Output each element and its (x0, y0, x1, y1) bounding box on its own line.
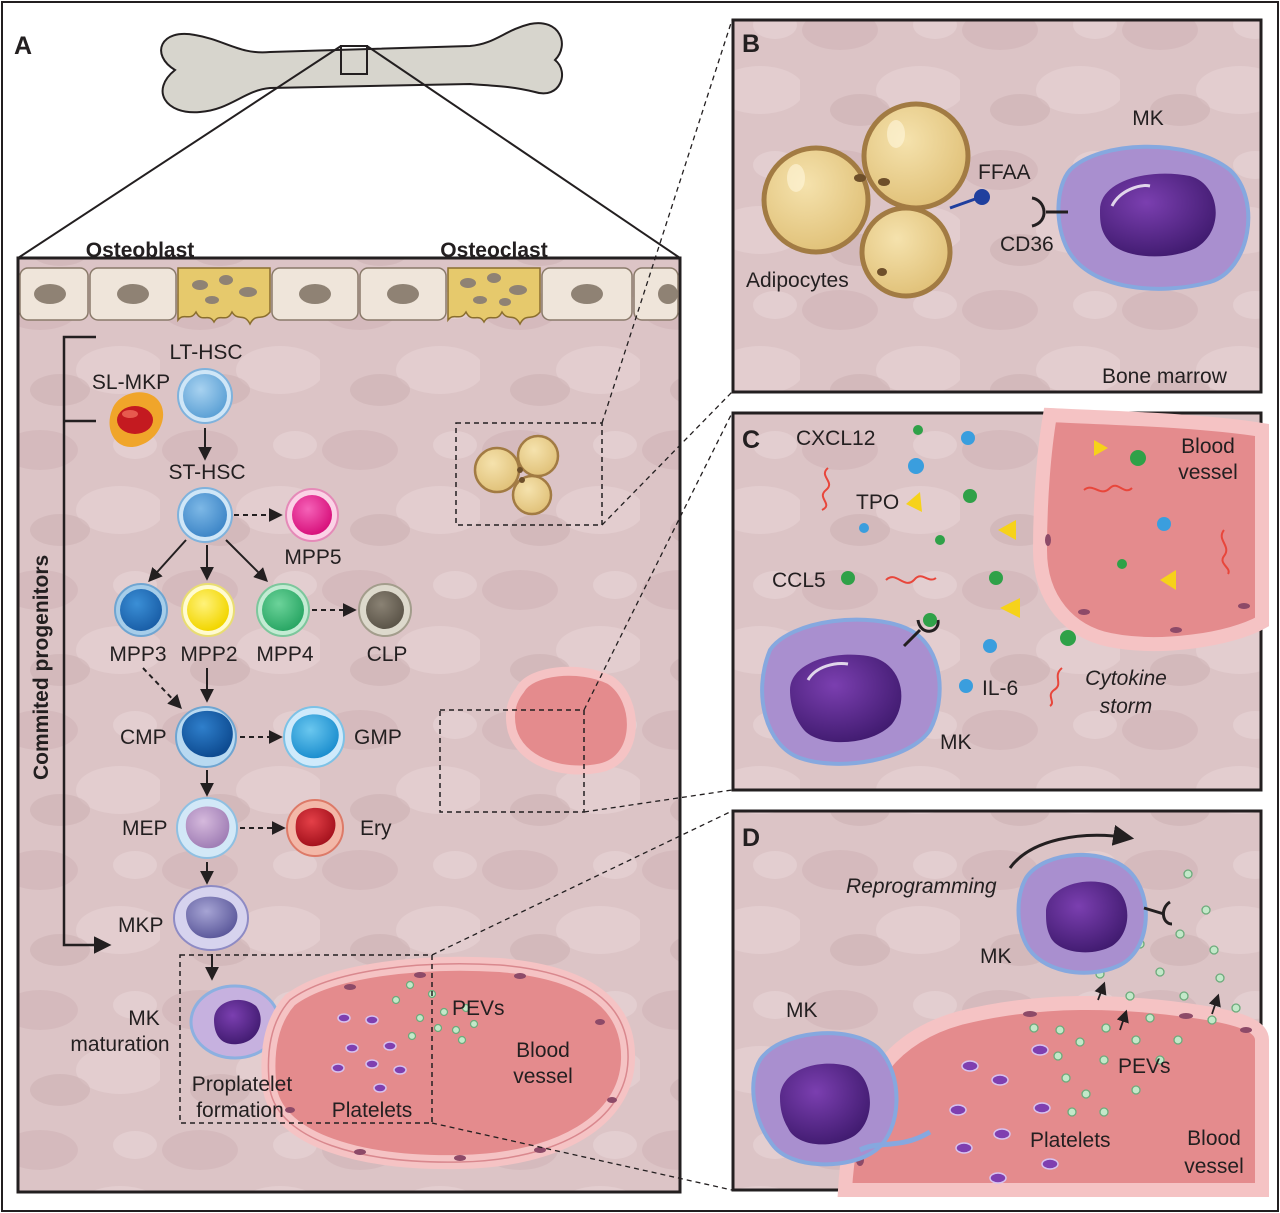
mk-label-b: MK (1132, 107, 1164, 130)
mk-maturation-label-line2: maturation (70, 1033, 170, 1056)
mep-cell (176, 797, 238, 859)
panel-d (731, 809, 1269, 1197)
vessel-label-c-line2: vessel (1178, 461, 1238, 484)
mpp4-label: MPP4 (256, 643, 314, 666)
lt-hsc-label: LT-HSC (169, 341, 243, 364)
mpp2-label: MPP2 (180, 643, 238, 666)
release-arrows-d (1094, 981, 1221, 1031)
mk-cell-d-left (751, 1031, 932, 1167)
ery-label: Ery (360, 817, 392, 840)
bone-zoom-box (340, 45, 368, 75)
mk-cell-d-top (1016, 853, 1173, 975)
platelets-label-d: Platelets (1030, 1129, 1111, 1152)
panel-c-letter: C (742, 426, 761, 454)
mep-label: MEP (122, 817, 168, 840)
mkp-cell (173, 885, 249, 951)
panel-d-letter: D (742, 824, 761, 852)
lineage-arrows (142, 428, 357, 981)
cmp-label: CMP (120, 726, 167, 749)
committed-progenitors-label: Commited progenitors (30, 554, 53, 780)
st-hsc-cell (177, 487, 233, 543)
bone-lining-cells (19, 267, 679, 326)
il6-label: IL-6 (982, 677, 1019, 700)
cd36-label: CD36 (1000, 233, 1054, 256)
cd36-receptor (1031, 196, 1068, 228)
cytokine-storm-label-line1: Cytokine (1085, 667, 1167, 690)
mpp5-label: MPP5 (284, 546, 342, 569)
ffaa-label: FFAA (978, 161, 1031, 184)
panel-b-letter: B (742, 30, 761, 58)
gmp-label: GMP (354, 726, 402, 749)
sl-mkp-cell (109, 392, 164, 448)
vessel-label-d-line2: vessel (1184, 1155, 1244, 1178)
marrow-blood-vessel (179, 954, 636, 1170)
bone-marrow-label: Bone marrow (1102, 365, 1227, 388)
bone-illustration (160, 22, 564, 114)
vessel-label-a-line1: Blood (516, 1039, 570, 1062)
pevs-label-d: PEVs (1118, 1055, 1171, 1078)
cytokines-tpo (906, 440, 1176, 618)
osteoclast-label: Osteoclast (440, 239, 548, 262)
cmp-cell (175, 706, 237, 768)
ccl5-label: CCL5 (772, 569, 826, 592)
sl-mkp-label: SL-MKP (91, 371, 171, 394)
committed-progenitors-bracket (62, 335, 112, 954)
mpp3-cell (114, 583, 168, 637)
panel-a-letter: A (14, 32, 33, 60)
cytokines-cxcl12 (821, 467, 1230, 707)
receptor-c (902, 613, 940, 648)
pevs-label-a: PEVs (452, 997, 505, 1020)
proplatelet-label-line2: formation (196, 1099, 284, 1122)
reprogramming-arrow (1008, 824, 1135, 869)
vessel-label-d-line1: Blood (1187, 1127, 1241, 1150)
tpo-label: TPO (856, 491, 900, 514)
mk-cell-b (1056, 144, 1251, 291)
mpp3-label: MPP3 (109, 643, 167, 666)
cytokine-storm-label-line2: storm (1099, 695, 1153, 718)
adipocytes-label: Adipocytes (746, 269, 849, 292)
adipocyte-cluster (761, 101, 971, 299)
small-adipocytes (455, 422, 603, 526)
gmp-cell (283, 706, 345, 768)
cxcl12-label: CXCL12 (796, 427, 876, 450)
mk-cell-c (760, 617, 942, 766)
small-vessel (439, 666, 636, 813)
zoom-guides (431, 19, 733, 1191)
mkp-label: MKP (118, 914, 164, 937)
cytokines-ccl5 (841, 425, 1146, 646)
ffaa-molecule (949, 189, 990, 210)
vessel-label-c-line1: Blood (1181, 435, 1235, 458)
mk-label-d-top: MK (980, 945, 1012, 968)
clp-label: CLP (366, 643, 408, 666)
blood-vessel-c (1032, 407, 1269, 651)
panel-c (731, 407, 1269, 792)
panel-b (731, 18, 1263, 394)
proplatelet-label-line1: Proplatelet (191, 1073, 293, 1096)
mk-label-d-left: MK (786, 999, 818, 1022)
panel-a (16, 256, 682, 1194)
mpp2-cell (181, 583, 235, 637)
st-hsc-label: ST-HSC (168, 461, 246, 484)
mpp5-cell (285, 488, 339, 542)
osteoblast-label: Osteoblast (85, 239, 195, 262)
mk-label-c: MK (940, 731, 972, 754)
mk-maturation-label-line1: MK (128, 1007, 160, 1030)
cytokines-il6 (859, 431, 1171, 693)
ery-cell (286, 799, 344, 857)
mpp4-cell (256, 583, 310, 637)
clp-cell (358, 583, 412, 637)
platelets-label-a: Platelets (331, 1099, 413, 1122)
lt-hsc-cell (177, 368, 233, 424)
reprogramming-label: Reprogramming (846, 875, 997, 898)
vessel-label-a-line2: vessel (513, 1065, 573, 1088)
